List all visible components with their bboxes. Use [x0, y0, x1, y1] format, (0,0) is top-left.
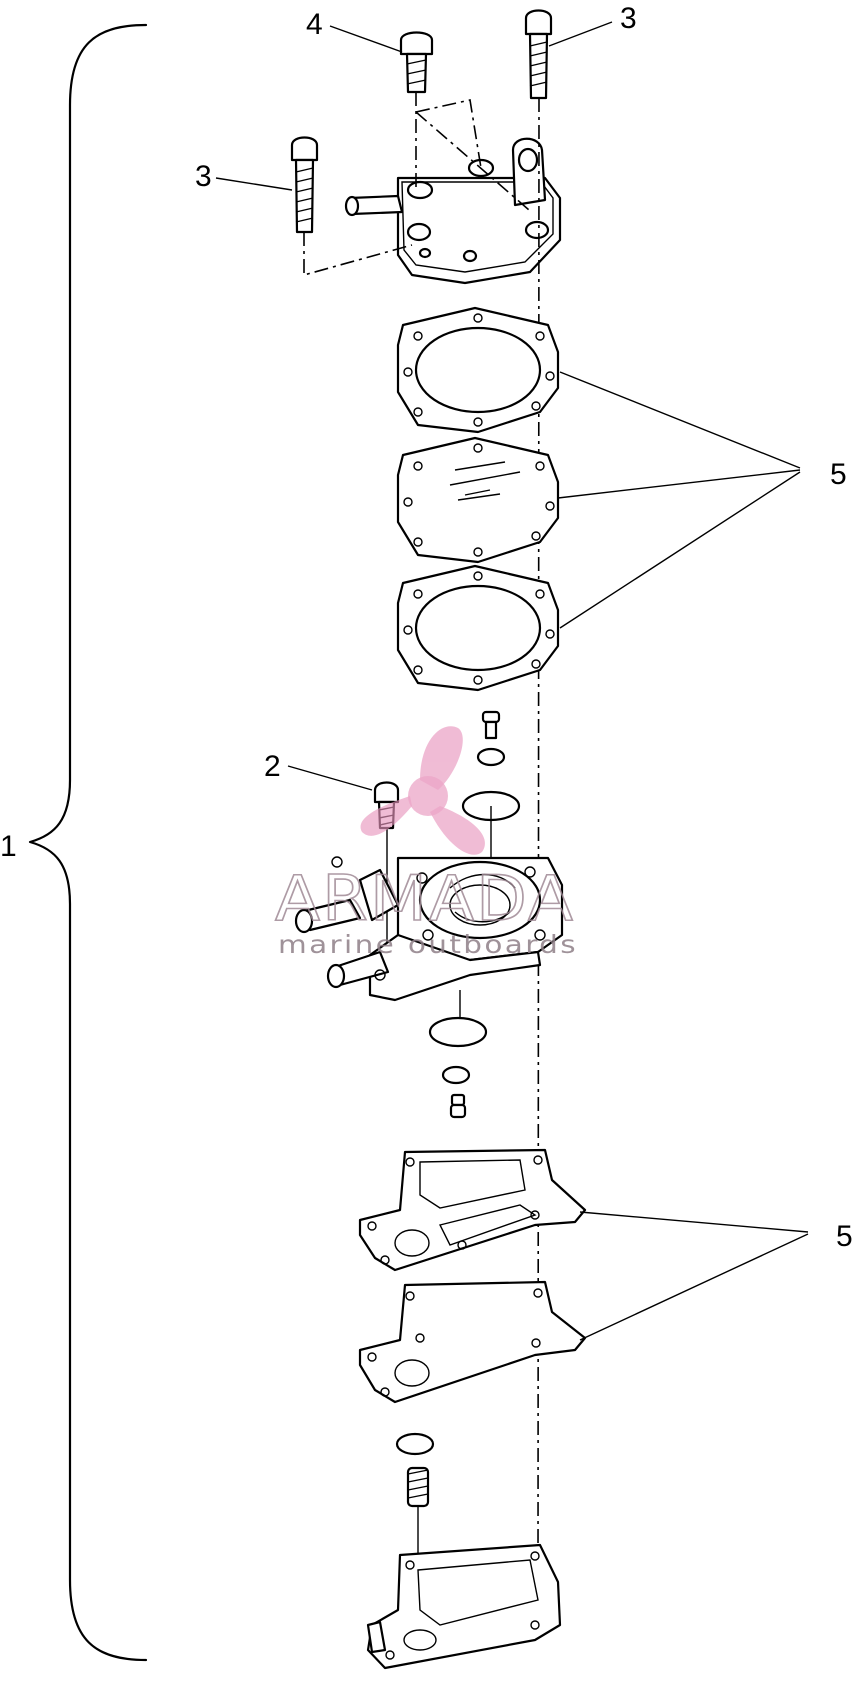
valve-parts-lower	[428, 990, 488, 1119]
centerline-top	[415, 92, 530, 211]
assembly-brace	[28, 23, 148, 1662]
leader-2	[287, 765, 373, 791]
armada-watermark: ARMADA marine outboards	[274, 726, 578, 959]
gasket-2	[396, 564, 560, 692]
propeller-logo-icon	[360, 726, 485, 855]
gasket-lower-b	[358, 1280, 587, 1404]
valve-screw-upper	[461, 710, 521, 900]
watermark-tagline: marine outboards	[278, 930, 578, 959]
callout-5-upper: 5	[830, 458, 847, 491]
leader-5-upper	[557, 371, 801, 629]
centerline-right	[537, 97, 540, 1581]
leader-4	[329, 25, 403, 53]
pump-body	[294, 856, 564, 1002]
callout-3-right: 3	[620, 2, 637, 35]
leader-3-left	[215, 177, 293, 191]
leader-5-lower	[579, 1211, 809, 1341]
centerline-left	[303, 232, 413, 277]
callout-2: 2	[264, 750, 281, 783]
callout-1: 1	[0, 830, 17, 863]
screw-long-left	[290, 136, 319, 234]
callout-3-left: 3	[195, 160, 212, 193]
screw-long-right	[524, 9, 553, 100]
gasket-1	[396, 306, 560, 434]
watermark-brand: ARMADA	[275, 862, 575, 935]
callout-4: 4	[306, 8, 323, 41]
screw-short-top	[399, 31, 434, 94]
top-cover	[344, 137, 562, 285]
gasket-lower-a	[358, 1148, 587, 1272]
callout-5-lower: 5	[836, 1220, 853, 1253]
leader-3-right	[548, 21, 613, 47]
diaphragm	[396, 436, 560, 564]
bottom-cover	[366, 1543, 562, 1670]
